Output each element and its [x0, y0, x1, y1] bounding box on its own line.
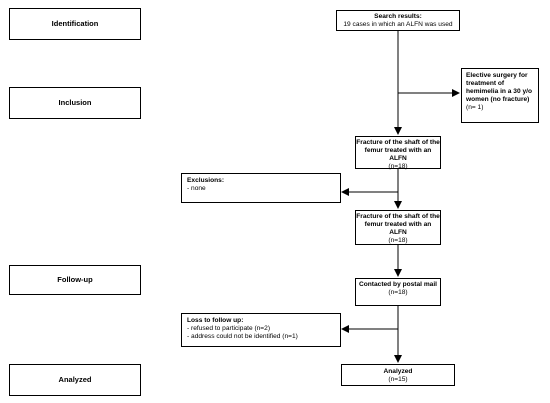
stage-analyzed: Analyzed	[9, 364, 141, 396]
loss-to-follow-up-box: Loss to follow up: - refused to particip…	[181, 313, 341, 347]
contacted-title: Contacted by postal mail	[358, 281, 438, 288]
elective-surgery-title: Elective surgery for treatment of hemime…	[466, 72, 532, 103]
analyzed-box: Analyzed (n=15)	[341, 364, 455, 386]
elective-surgery-count: (n= 1)	[466, 104, 484, 111]
fracture-box-1-title: Fracture of the shaft of the femur treat…	[356, 139, 440, 162]
elective-surgery-box: Elective surgery for treatment of hemime…	[461, 68, 539, 123]
stage-analyzed-label: Analyzed	[58, 375, 92, 384]
stage-inclusion: Inclusion	[9, 87, 141, 119]
fracture-box-1-count: (n=18)	[388, 163, 408, 170]
stage-identification: Identification	[9, 8, 141, 40]
analyzed-count: (n=15)	[388, 376, 408, 383]
search-results-body: 19 cases in which an ALFN was used	[343, 21, 453, 28]
contacted-box: Contacted by postal mail (n=18)	[355, 278, 441, 306]
stage-follow-up-label: Follow-up	[57, 275, 93, 284]
search-results-box: Search results: 19 cases in which an ALF…	[336, 10, 460, 31]
loss-to-follow-up-list: - refused to participate (n=2) - address…	[187, 325, 298, 340]
loss-to-follow-up-title: Loss to follow up:	[187, 317, 244, 324]
stage-follow-up: Follow-up	[9, 265, 141, 295]
fracture-box-2-count: (n=18)	[388, 237, 408, 244]
exclusions-box: Exclusions: - none	[181, 173, 341, 203]
stage-identification-label: Identification	[51, 19, 99, 28]
search-results-title: Search results:	[374, 13, 422, 20]
fracture-box-2: Fracture of the shaft of the femur treat…	[355, 210, 441, 245]
stage-inclusion-label: Inclusion	[58, 98, 92, 107]
analyzed-title: Analyzed	[383, 368, 413, 375]
fracture-box-1: Fracture of the shaft of the femur treat…	[355, 136, 441, 170]
exclusions-title: Exclusions:	[187, 177, 225, 184]
fracture-box-2-title: Fracture of the shaft of the femur treat…	[356, 213, 440, 236]
exclusions-list: - none	[187, 185, 206, 192]
contacted-count: (n=18)	[388, 289, 408, 296]
